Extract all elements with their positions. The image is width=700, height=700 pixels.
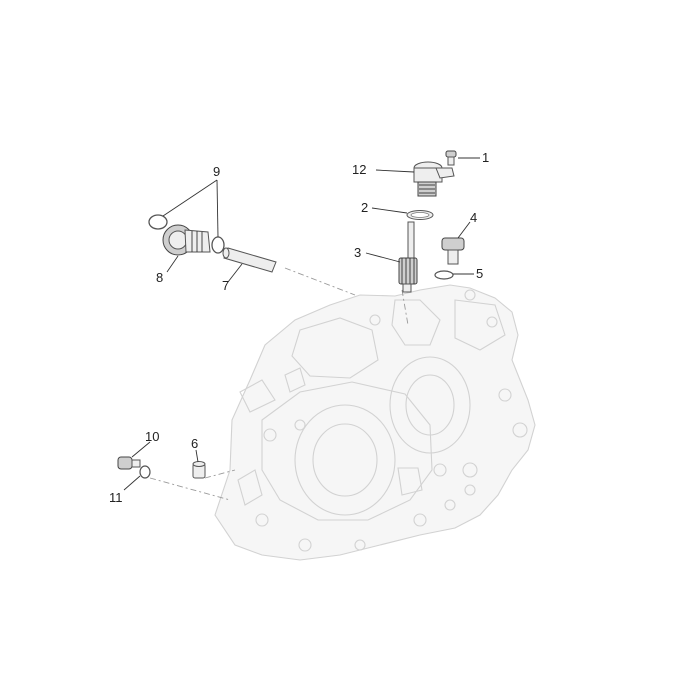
callout-8: 8 — [156, 270, 163, 285]
part-bolt-4 — [441, 237, 465, 265]
callout-11: 11 — [109, 490, 123, 505]
part-pin-7 — [222, 247, 277, 273]
callout-12: 12 — [352, 162, 366, 177]
callout-9: 9 — [213, 164, 220, 179]
callout-4: 4 — [470, 210, 477, 225]
callout-7: 7 — [222, 278, 229, 293]
callout-5: 5 — [476, 266, 483, 281]
alignment-lines — [149, 267, 409, 501]
callout-labels: 1 2 3 4 5 6 7 8 9 10 11 12 — [109, 150, 489, 505]
part-washer-9b — [211, 236, 225, 254]
part-bolt-1 — [445, 150, 457, 166]
callout-1: 1 — [482, 150, 489, 165]
part-washer-5 — [434, 270, 454, 280]
part-washer-11 — [139, 465, 151, 479]
part-sensor-housing-12 — [413, 161, 455, 197]
callout-10: 10 — [145, 429, 159, 444]
leader-lines — [123, 157, 480, 491]
callout-6: 6 — [191, 436, 198, 451]
callout-3: 3 — [354, 245, 361, 260]
part-o-ring-2 — [406, 210, 434, 220]
part-gear-8 — [162, 224, 211, 256]
callout-2: 2 — [361, 200, 368, 215]
part-dowel-6 — [192, 461, 206, 479]
part-gear-shaft-3 — [398, 221, 418, 293]
part-bolt-10 — [117, 456, 141, 470]
part-washer-9a — [148, 214, 168, 230]
crankcase-ghost — [214, 284, 536, 561]
